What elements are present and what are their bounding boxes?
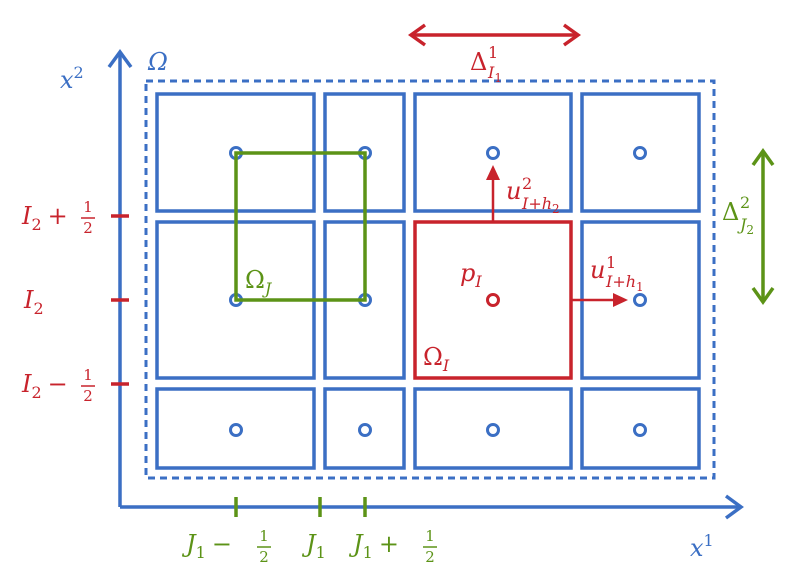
svg-text:2: 2 — [425, 548, 435, 566]
cell-center-point — [633, 293, 647, 307]
delta-horizontal-label: Δ 1 I1 — [470, 43, 502, 85]
p-i-label: pI — [460, 259, 482, 291]
bottom-tick-label-right: J1+ 1 2 — [348, 527, 437, 566]
cell-centers — [229, 146, 647, 437]
cell-center-point — [633, 146, 647, 160]
delta-horizontal-arrow — [407, 23, 582, 47]
velocity-arrows — [486, 165, 628, 307]
svg-text:Δ: Δ — [470, 48, 487, 76]
svg-text:1: 1 — [425, 527, 435, 545]
delta-vertical-label: Δ 2 J2 — [722, 193, 754, 237]
grid-cell — [323, 387, 406, 470]
cell-center-point — [358, 423, 372, 437]
svg-text:2: 2 — [83, 387, 93, 405]
x-axis-arrowhead — [724, 494, 744, 520]
svg-text:2: 2 — [740, 193, 750, 212]
dual-cell-omega-j — [234, 151, 367, 302]
velocity-arrowhead-horizontal — [613, 293, 628, 307]
cell-center-point — [633, 423, 647, 437]
svg-text:2: 2 — [522, 174, 532, 193]
svg-text:J1+: J1+ — [348, 530, 399, 562]
velocity-arrowhead-vertical — [486, 165, 500, 180]
grid-cell — [155, 387, 316, 470]
svg-text:1: 1 — [259, 527, 269, 545]
svg-text:I2−: I2− — [21, 370, 68, 402]
svg-text:1: 1 — [606, 253, 616, 272]
svg-text:1: 1 — [83, 198, 93, 216]
svg-text:I2+: I2+ — [21, 202, 68, 234]
y-axis-label: x2 — [60, 63, 84, 94]
svg-text:u: u — [590, 256, 605, 284]
axes — [107, 49, 744, 520]
grid-cell — [580, 92, 701, 213]
left-tick-label-mid: I2 — [23, 286, 44, 318]
svg-text:I+h2: I+h2 — [521, 194, 560, 216]
svg-text:J1−: J1− — [181, 530, 232, 562]
svg-text:2: 2 — [259, 548, 269, 566]
svg-text:1: 1 — [83, 366, 93, 384]
omega-j-label: ΩJ — [245, 266, 273, 298]
bottom-ticks — [234, 497, 367, 517]
cell-center-point — [486, 146, 500, 160]
u-vertical-label: u 2 I+h2 — [506, 174, 560, 216]
pressure-point-p-i — [486, 293, 500, 307]
svg-text:1: 1 — [488, 43, 498, 62]
omega-i-label: ΩI — [423, 343, 450, 375]
left-ticks — [111, 214, 129, 386]
svg-text:Δ: Δ — [722, 198, 739, 226]
left-tick-label-upper: I2+ 1 2 — [21, 198, 95, 237]
svg-text:I1: I1 — [487, 63, 502, 85]
x-axis-label: x1 — [690, 531, 714, 562]
domain-label: Ω — [147, 48, 168, 76]
domain-boundary — [144, 79, 716, 480]
y-axis-arrowhead — [107, 49, 133, 69]
bottom-tick-label-mid: J1 — [301, 530, 326, 562]
svg-text:u: u — [506, 177, 521, 205]
grid-cell — [413, 387, 573, 470]
grid-cell — [580, 387, 701, 470]
svg-text:I+h1: I+h1 — [605, 272, 644, 294]
svg-text:2: 2 — [83, 219, 93, 237]
left-tick-label-lower: I2− 1 2 — [21, 366, 95, 405]
delta-vertical-arrow — [751, 147, 775, 306]
bottom-tick-label-left: J1− 1 2 — [181, 527, 271, 566]
cell-center-point — [229, 423, 243, 437]
svg-text:J2: J2 — [737, 215, 754, 237]
u-horizontal-label: u 1 I+h1 — [590, 253, 644, 294]
cell-center-point — [486, 423, 500, 437]
